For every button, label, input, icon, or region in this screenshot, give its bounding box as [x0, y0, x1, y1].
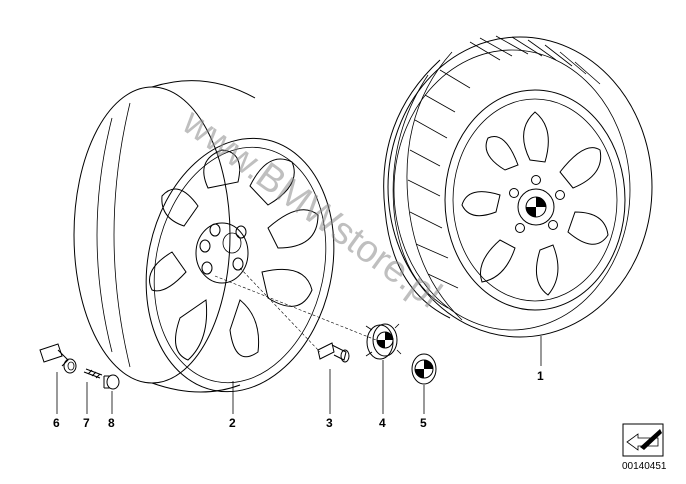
- callout-1: 1: [537, 369, 544, 383]
- rim-drawing: [73, 80, 335, 393]
- callout-5: 5: [420, 416, 427, 430]
- wheel-bolt-drawing: [317, 342, 350, 363]
- valve-drawing: [39, 343, 77, 374]
- callout-4: 4: [379, 416, 386, 430]
- callout-7: 7: [83, 416, 90, 430]
- valve-core-drawing: [83, 368, 103, 379]
- callout-6: 6: [53, 416, 60, 430]
- valve-cap-drawing: [103, 374, 120, 390]
- hub-cap-drawing: [365, 323, 402, 360]
- tire-drawing: [383, 35, 653, 338]
- callout-3: 3: [326, 416, 333, 430]
- emblem-drawing: [411, 353, 437, 385]
- diagram-id: 00140451: [622, 461, 667, 472]
- callout-8: 8: [108, 416, 115, 430]
- leader-lines: [56, 267, 542, 414]
- callout-2: 2: [229, 416, 236, 430]
- arrow-badge-icon: [622, 423, 664, 457]
- watermark-text: www.BMWstore.pl: [174, 101, 449, 317]
